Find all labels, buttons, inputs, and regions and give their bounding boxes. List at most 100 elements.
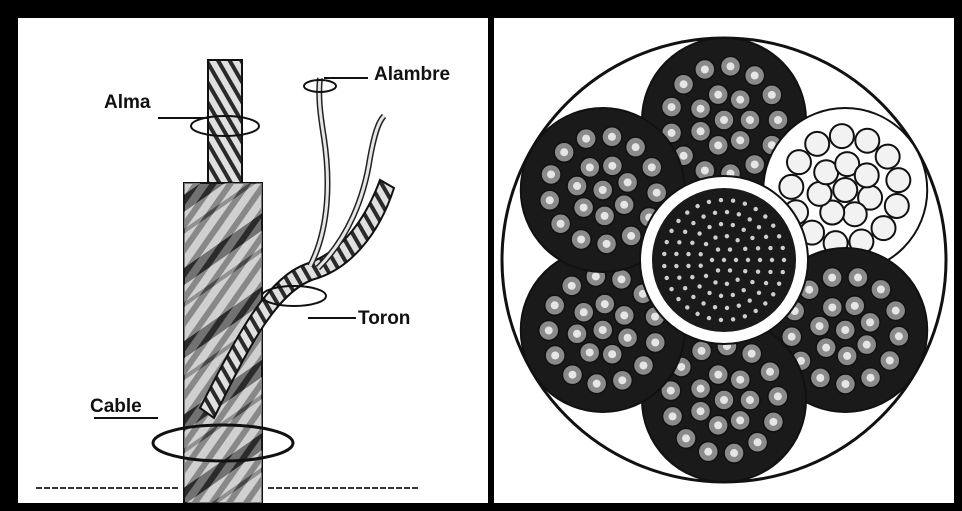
core-wire <box>719 222 723 226</box>
core-wire <box>676 297 680 301</box>
label-toron: Toron <box>358 308 410 329</box>
core-wire <box>691 295 695 299</box>
core-wire <box>707 291 711 295</box>
core-wire <box>716 247 720 251</box>
core-wire <box>770 258 774 262</box>
core-wire <box>713 280 717 284</box>
core-wire <box>764 235 768 239</box>
core-wire <box>704 242 708 246</box>
core-wire <box>677 240 681 244</box>
core-wire <box>695 204 699 208</box>
core-wire <box>697 231 701 235</box>
core-wire <box>764 281 768 285</box>
core-wire <box>731 223 735 227</box>
core-wire <box>728 247 732 251</box>
core-wire <box>771 224 775 228</box>
core-wire <box>743 202 747 206</box>
core-wire <box>725 210 729 214</box>
core-wire <box>728 268 732 272</box>
label-alma: Alma <box>104 92 151 113</box>
core-wire <box>665 240 669 244</box>
core-wire <box>674 252 678 256</box>
core-wire <box>771 292 775 296</box>
core-wire <box>685 305 689 309</box>
rope-anatomy-illustration: Alma Alambre Toron Cable <box>18 18 488 503</box>
core-wire <box>725 306 729 310</box>
core-wire <box>782 258 786 262</box>
core-wire <box>754 309 758 313</box>
core-wire <box>719 198 723 202</box>
core-wire <box>741 228 745 232</box>
core-wire <box>725 234 729 238</box>
core-wire <box>763 301 767 305</box>
cross-section-illustration <box>494 18 954 503</box>
core-wire <box>686 252 690 256</box>
core-wire <box>716 268 720 272</box>
core-wire <box>748 298 752 302</box>
core-wire <box>686 264 690 268</box>
core-wire <box>735 278 739 282</box>
core-wire <box>674 264 678 268</box>
core-wire <box>690 275 694 279</box>
core-wire <box>754 207 758 211</box>
core-wire <box>683 230 687 234</box>
strand-wire <box>886 168 910 192</box>
core-wire <box>781 246 785 250</box>
core-wire <box>683 286 687 290</box>
core-wire <box>756 246 760 250</box>
strand-wire <box>833 178 857 202</box>
core-wire <box>743 247 747 251</box>
strand-wire <box>787 150 811 174</box>
strand-wire <box>885 194 909 218</box>
core-wire <box>704 274 708 278</box>
core-wire <box>719 294 723 298</box>
core-wire <box>763 214 767 218</box>
label-alambre: Alambre <box>374 64 450 85</box>
strand-wire <box>876 145 900 169</box>
core-wire <box>731 293 735 297</box>
core-wire <box>701 214 705 218</box>
core-wire <box>734 258 738 262</box>
core-wire <box>707 200 711 204</box>
core-wire <box>676 219 680 223</box>
core-wire <box>691 221 695 225</box>
core-wire <box>731 317 735 321</box>
core-wire <box>748 217 752 221</box>
core-wire <box>695 312 699 316</box>
core-wire <box>741 288 745 292</box>
core-wire <box>698 264 702 268</box>
core-wire <box>735 238 739 242</box>
label-cable: Cable <box>90 396 142 417</box>
core-wire <box>662 252 666 256</box>
core-wire <box>685 210 689 214</box>
core-wire <box>690 241 694 245</box>
core-wire <box>719 318 723 322</box>
strand-wire <box>855 129 879 153</box>
core-wire <box>669 229 673 233</box>
rope-core <box>208 60 242 190</box>
rope-anatomy-panel: Alma Alambre Toron Cable <box>18 18 488 503</box>
core-wire <box>725 282 729 286</box>
core-wire <box>713 211 717 215</box>
core-wire <box>746 258 750 262</box>
core-wire <box>669 287 673 291</box>
strand-wire <box>805 132 829 156</box>
core-wire <box>743 314 747 318</box>
core-wire <box>750 236 754 240</box>
core-wire <box>750 280 754 284</box>
core-wire <box>781 270 785 274</box>
core-wire <box>707 316 711 320</box>
strand-wire <box>855 163 879 187</box>
core-wire <box>731 198 735 202</box>
core-wire <box>756 269 760 273</box>
core-wire <box>777 281 781 285</box>
core-wire <box>768 270 772 274</box>
core-wire <box>697 284 701 288</box>
rope-cross-section-panel <box>494 18 954 503</box>
strand-wire <box>830 124 854 148</box>
core-wire <box>713 305 717 309</box>
core-wire <box>701 301 705 305</box>
core-wire <box>757 225 761 229</box>
core-wire <box>768 246 772 250</box>
